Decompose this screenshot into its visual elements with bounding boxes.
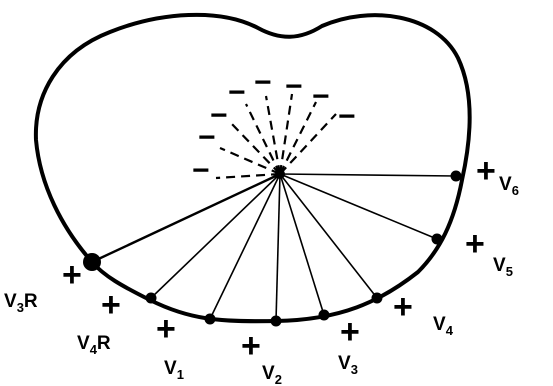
electrode-v3r	[83, 253, 101, 271]
label-v4r: V4R	[77, 333, 111, 357]
plus-sign: +	[62, 256, 82, 294]
electrode-v4r	[145, 292, 157, 304]
plus-sign: +	[476, 152, 496, 190]
central-node	[275, 169, 285, 179]
label-v1: V1	[164, 358, 184, 382]
electrode-v2	[270, 315, 282, 327]
label-v5: V5	[493, 255, 513, 279]
plus-sign: +	[156, 310, 176, 348]
negative-rays	[215, 93, 337, 180]
plus-sign: +	[465, 225, 485, 263]
plus-sign: +	[241, 327, 261, 365]
minus-sign: −	[192, 154, 210, 187]
label-v2: V2	[262, 363, 282, 386]
vector-v4	[279, 173, 378, 299]
vector-v5	[279, 173, 438, 240]
vector-v1	[209, 173, 281, 320]
plus-sign: +	[101, 286, 121, 324]
label-v3r: V3R	[4, 291, 38, 315]
plus-sign: +	[340, 313, 360, 351]
minus-sign: −	[210, 99, 228, 132]
vector-v6	[279, 173, 457, 177]
vector-v3	[279, 173, 325, 316]
lead-vectors	[91, 172, 457, 322]
vector-v3r	[91, 172, 281, 264]
minus-sign: −	[228, 76, 246, 109]
label-v3: V3	[338, 353, 358, 377]
vector-v2	[275, 173, 281, 322]
electrode-v5	[431, 233, 443, 245]
plus-sign: +	[393, 288, 413, 326]
negative-signs: − − − − − − − −	[192, 66, 356, 187]
minus-sign: −	[285, 70, 303, 103]
label-v6: V6	[499, 174, 519, 198]
label-v4: V4	[433, 314, 454, 338]
positive-signs: + + + + + + + +	[62, 152, 496, 365]
minus-sign: −	[254, 66, 272, 99]
electrode-v1	[204, 313, 216, 325]
electrodes	[83, 170, 462, 327]
vector-v4r	[150, 173, 281, 299]
electrode-v6	[450, 170, 462, 182]
electrode-v3	[318, 309, 330, 321]
minus-sign: −	[312, 80, 330, 113]
minus-sign: −	[198, 121, 216, 154]
chest-outline	[33, 12, 472, 324]
lead-labels: V6 V5 V4 V3 V2 V1 V4R V3R	[4, 174, 519, 386]
electrode-v4	[371, 292, 383, 304]
minus-sign: −	[338, 100, 356, 133]
